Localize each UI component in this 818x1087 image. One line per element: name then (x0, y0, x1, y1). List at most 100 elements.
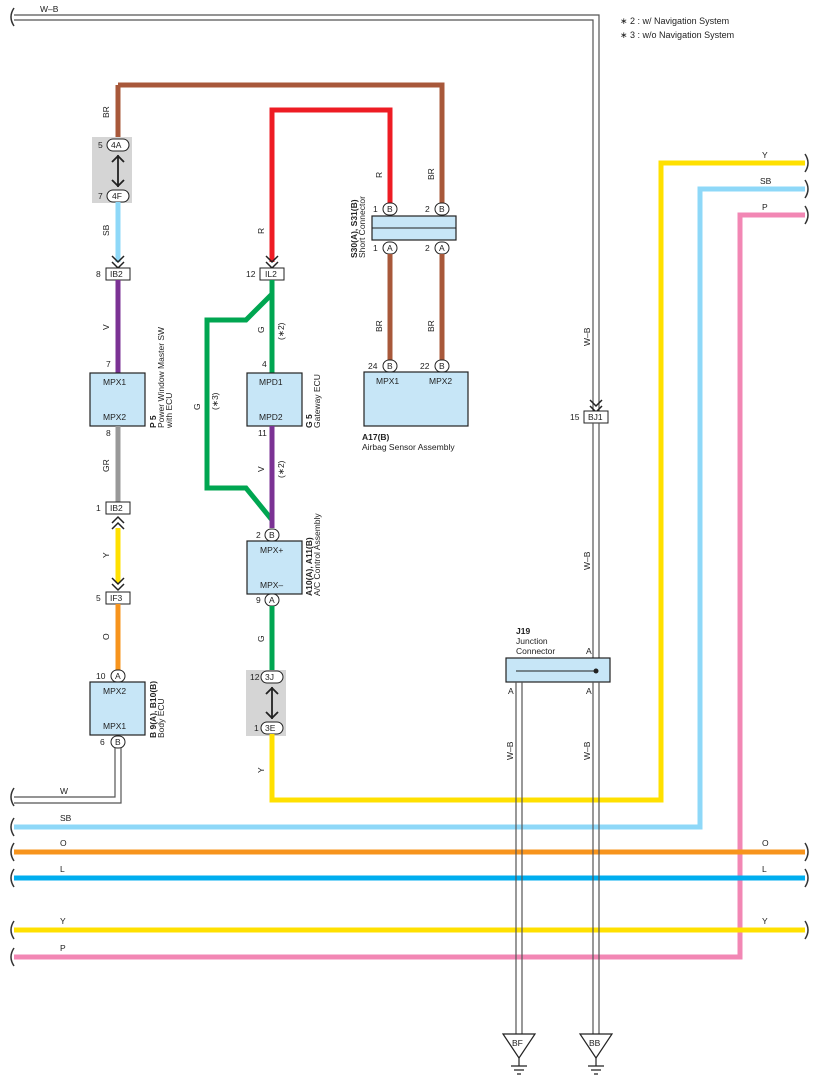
wire-note-v-g5: (∗2) (276, 460, 286, 478)
connector-if3-pin: 5 (96, 593, 101, 603)
junction-node (593, 668, 599, 674)
wire-label-y-bottom: Y (60, 916, 66, 926)
wire-label-y-3e: Y (256, 767, 266, 773)
wire-label-br-top: BR (101, 106, 111, 118)
component-b9-body-ecu (89, 681, 146, 736)
connector-a17-b24-label: B (387, 361, 393, 371)
p5-name: Power Window Master SW (156, 327, 166, 428)
connector-s30-b2-label: B (439, 204, 445, 214)
wire-label-sb-bottom: SB (60, 813, 72, 823)
wire-label-w-bottom: W (60, 786, 68, 796)
wire-label-g-a10: G (256, 635, 266, 642)
wire-label-sb-p5: SB (101, 224, 111, 236)
wire-label-y-ib2: Y (101, 552, 111, 558)
wire-wb-j19-bb (592, 682, 600, 1034)
note-navigation: ∗ 2 : w/ Navigation System (620, 16, 729, 26)
wire-label-gr-p5: GR (101, 459, 111, 472)
wire-label-g-g5: G (256, 326, 266, 333)
a17-terminal-2: MPX2 (429, 376, 452, 386)
wire-label-r-il2: R (256, 228, 266, 234)
wire-label-g-loop: G (192, 403, 202, 410)
wire-label-y-right: Y (762, 150, 768, 160)
g5-name: Gateway ECU (312, 374, 322, 428)
connector-ib2-lower (105, 501, 131, 515)
connector-a10-a-pin: 9 (256, 595, 261, 605)
p5-code: P 5 (148, 415, 158, 428)
connector-if3-label: IF3 (110, 593, 123, 603)
connector-s30-a2-label: A (439, 243, 445, 253)
b9-terminal-1: MPX2 (103, 686, 126, 696)
a10-code: A10(A), A11(B) (304, 537, 314, 596)
connector-ib2-upper-label: IB2 (110, 269, 123, 279)
component-a17-airbag-sensor (363, 371, 469, 427)
wire-label-p-bottom: P (60, 943, 66, 953)
wire-w-bottom (14, 748, 122, 804)
wire-label-l-right: L (762, 864, 767, 874)
wire-label-o-if3: O (101, 633, 111, 640)
connector-b9-b-pin: 6 (100, 737, 105, 747)
b9-name: Body ECU (156, 698, 166, 738)
connector-b9-a-label: A (115, 671, 121, 681)
connector-s30-b1-pin: 1 (373, 204, 378, 214)
connector-3e-pin: 1 (254, 723, 259, 733)
a10-terminal-1: MPX+ (260, 545, 283, 555)
wire-p-right (14, 212, 805, 960)
ground-bf-label: BF (512, 1038, 523, 1048)
connector-s30-b1 (382, 202, 398, 216)
wire-label-l-bottom: L (60, 864, 65, 874)
wire-label-wb-bj1-mid: W–B (582, 551, 592, 570)
a17-terminal-1: MPX1 (376, 376, 399, 386)
p5-pin7: 7 (106, 359, 111, 369)
connector-a10-a-label: A (269, 595, 275, 605)
wire-y-3e-right (269, 160, 805, 803)
connector-3e-label: 3E (265, 723, 276, 733)
connector-b9-b (110, 735, 126, 749)
j19-name-2: Connector (516, 646, 555, 656)
connector-3j (260, 670, 284, 684)
wire-wb-top (14, 14, 600, 418)
connector-s30-b2-pin: 2 (425, 204, 430, 214)
ground-bb: BB (578, 1033, 614, 1075)
connector-a17-b22-pin: 22 (420, 361, 430, 371)
s30-name: Short Connector (357, 196, 367, 258)
wire-label-y-right-bus: Y (762, 916, 768, 926)
wire-label-wb-top: W–B (40, 4, 59, 14)
wire-wb-bj1-j19 (592, 423, 600, 660)
wire-label-wb-j19-bb: W–B (582, 741, 592, 760)
ground-symbol-icon (588, 1058, 604, 1075)
connector-il2-label: IL2 (265, 269, 277, 279)
wire-note-g-loop: (∗3) (210, 392, 220, 410)
connector-bj1 (583, 410, 609, 424)
j19-code: J19 (516, 626, 530, 636)
p5-terminal-1: MPX1 (103, 377, 126, 387)
j19-pin-a-top: A (586, 646, 592, 656)
wire-label-v-p5: V (101, 324, 111, 330)
connector-s30-b1-label: B (387, 204, 393, 214)
p5-terminal-2: MPX2 (103, 412, 126, 422)
note-no-navigation: ∗ 3 : w/o Navigation System (620, 30, 734, 40)
connector-4a-pin: 5 (98, 140, 103, 150)
wire-label-o-bottom: O (60, 838, 67, 848)
ground-symbol-icon (511, 1058, 527, 1075)
connector-il2-pin: 12 (246, 269, 256, 279)
g5-pin11: 11 (258, 428, 267, 438)
connector-chevron-up-icon (111, 515, 125, 530)
wire-label-sb-right: SB (760, 176, 772, 186)
connector-3j-label: 3J (265, 672, 274, 682)
connector-chevron-icon (111, 577, 125, 592)
ground-bf: BF (501, 1033, 537, 1075)
connector-link-arrow-icon (111, 154, 125, 188)
connector-a17-b22-label: B (439, 361, 445, 371)
b9-terminal-2: MPX1 (103, 721, 126, 731)
connector-ib2-upper-pin: 8 (96, 269, 101, 279)
connector-4f-pin: 7 (98, 191, 103, 201)
component-j19-junction-connector (505, 657, 611, 683)
g5-terminal-1: MPD1 (259, 377, 283, 387)
wire-r-top (269, 107, 393, 262)
ground-triangle-icon (578, 1033, 614, 1060)
component-p5-power-window-sw (89, 372, 146, 427)
j19-pin-a-right: A (586, 686, 592, 696)
wire-label-br-a17-1: BR (374, 320, 384, 332)
connector-4f-label: 4F (112, 191, 122, 201)
wire-label-p-right: P (762, 202, 768, 212)
